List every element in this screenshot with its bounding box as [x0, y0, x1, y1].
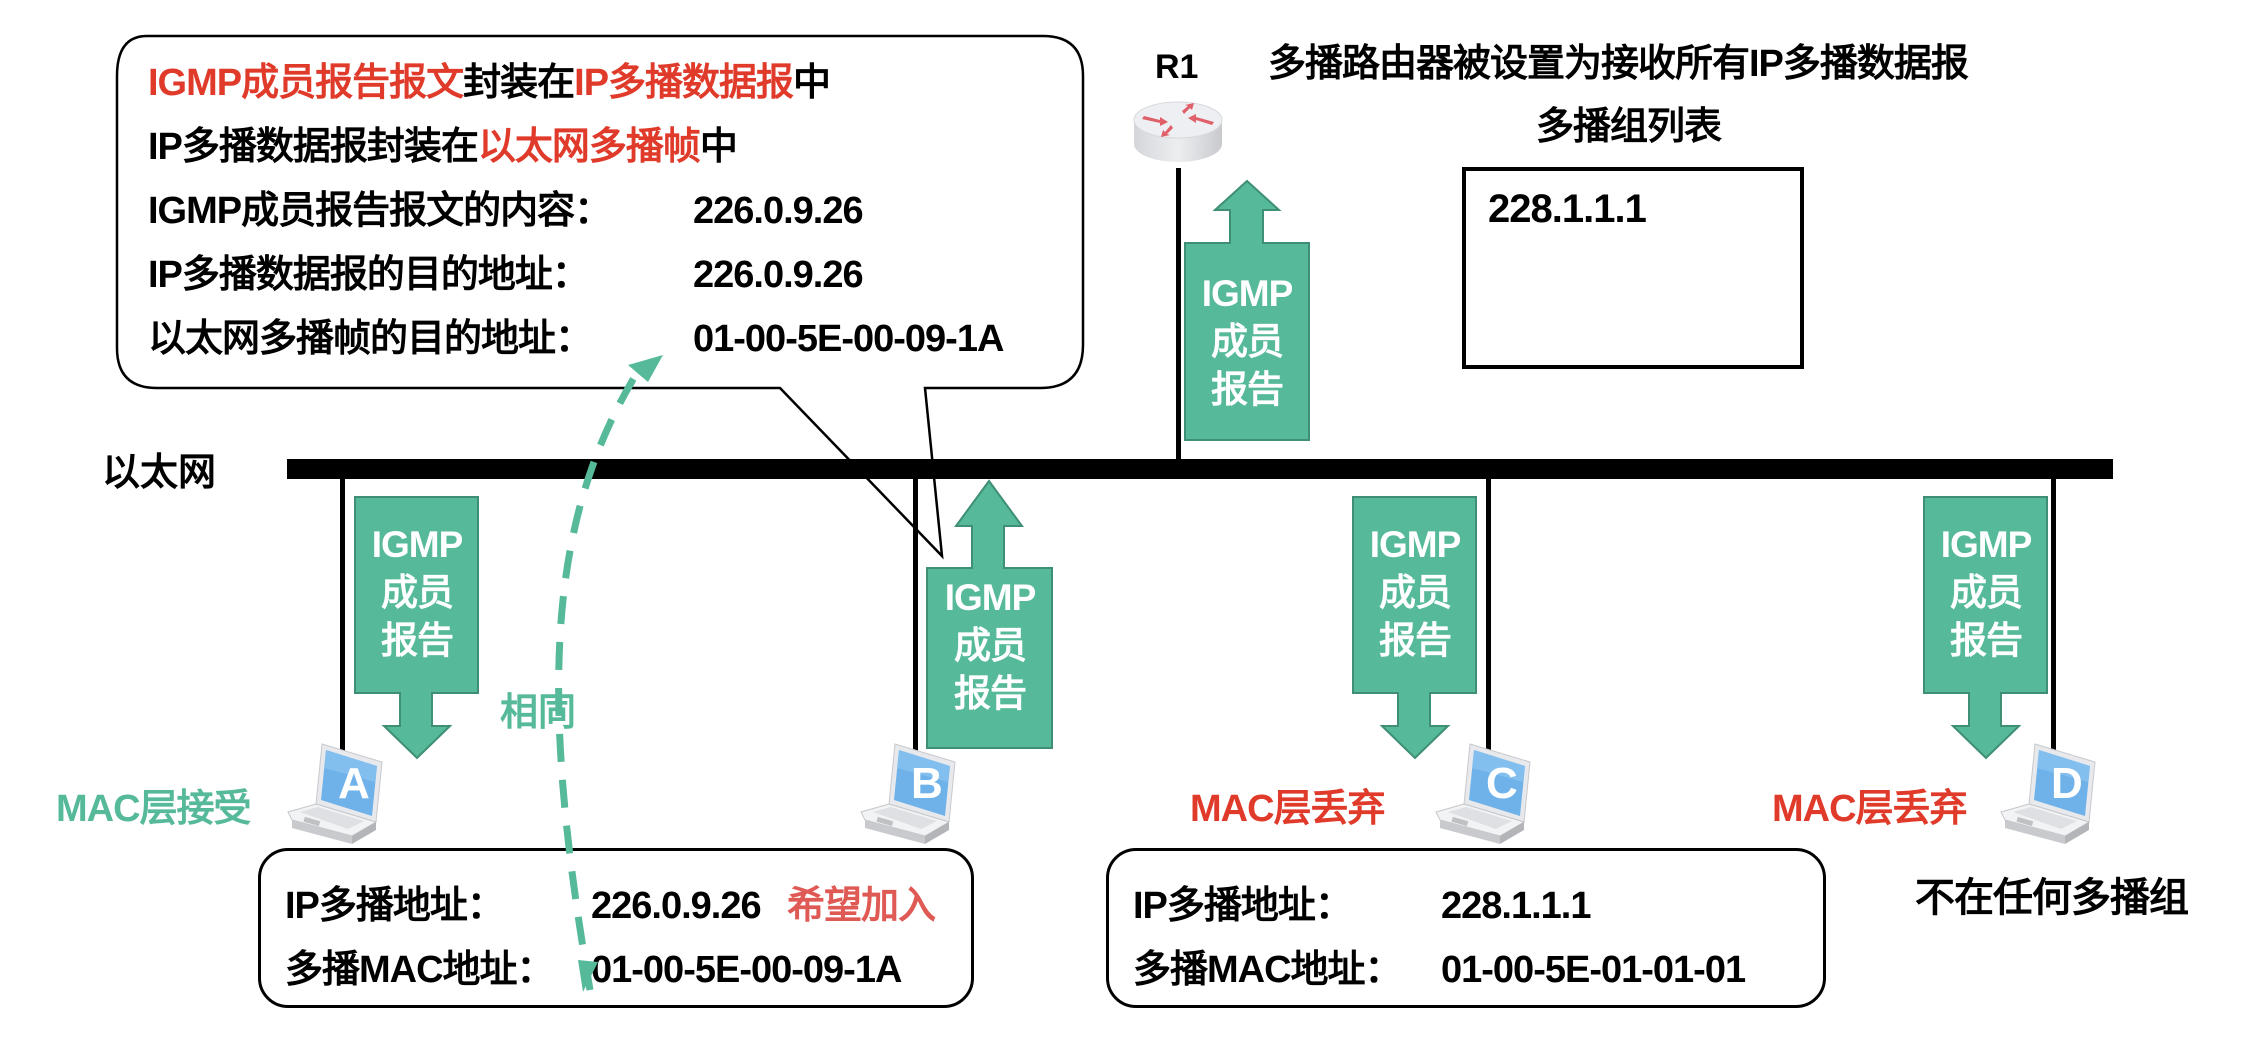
host-d[interactable]: D	[1995, 740, 2105, 850]
callout-line-4: IP多播数据报的目的地址：226.0.9.26	[148, 254, 864, 296]
callout-line-1: IGMP成员报告报文封装在IP多播数据报中	[148, 62, 831, 104]
ethernet-bus	[287, 459, 2113, 479]
router-icon[interactable]	[1130, 92, 1226, 170]
host-a[interactable]: A	[282, 740, 392, 850]
igmp-report-arrow-down-a	[354, 496, 479, 760]
host-c-mac-value: 01-00-5E-01-01-01	[1441, 949, 1746, 991]
host-b[interactable]: B	[855, 740, 965, 850]
host-b-name: B	[911, 759, 943, 808]
igmp-report-arrow-up-r1	[1184, 179, 1310, 441]
host-d-name: D	[2051, 759, 2083, 808]
host-b-drop-line	[913, 476, 918, 756]
host-a-join-note: 希望加入	[787, 885, 936, 927]
multicast-group-list: 228.1.1.1	[1462, 167, 1804, 369]
ethernet-label: 以太网	[102, 452, 217, 494]
group-list-title: 多播组列表	[1536, 106, 1722, 148]
host-c-ip-value: 228.1.1.1	[1441, 885, 1591, 927]
host-c-info-box: IP多播地址： 228.1.1.1 多播MAC地址： 01-00-5E-01-0…	[1106, 848, 1826, 1008]
callout-line-3: IGMP成员报告报文的内容：226.0.9.26	[148, 190, 864, 232]
callout-igmp-report: IGMP成员报告报文	[148, 62, 464, 104]
host-c-drop-line	[1486, 476, 1491, 756]
host-a-ip-value: 226.0.9.26	[591, 885, 762, 927]
host-c-name: C	[1486, 759, 1518, 808]
host-c-mac-label: 多播MAC地址：	[1133, 949, 1403, 991]
host-a-mac-value: 01-00-5E-00-09-1A	[591, 949, 902, 991]
host-c-status: MAC层丢弃	[1190, 788, 1386, 830]
connector-arrowhead-top	[628, 355, 663, 382]
connector-arrowhead-bottom	[578, 960, 598, 992]
host-a-info-box: IP多播地址： 226.0.9.26 希望加入 多播MAC地址： 01-00-5…	[258, 848, 974, 1008]
host-a-name: A	[338, 759, 370, 808]
callout-line-2: IP多播数据报封装在以太网多播帧中	[148, 126, 738, 168]
host-d-drop-line	[2051, 476, 2056, 756]
igmp-report-arrow-down-d	[1923, 496, 2048, 760]
datagram-dest-value: 226.0.9.26	[693, 254, 864, 296]
callout-line-5: 以太网多播帧的目的地址：01-00-5E-00-09-1A	[148, 318, 1004, 360]
same-label: 相同	[500, 692, 577, 734]
host-c[interactable]: C	[1430, 740, 1540, 850]
igmp-report-arrow-up-b	[926, 479, 1053, 749]
router-heading: 多播路由器被设置为接收所有IP多播数据报	[1268, 43, 1969, 85]
igmp-report-arrow-down-c	[1352, 496, 1477, 760]
host-a-drop-line	[340, 476, 345, 756]
callout-ip-datagram: IP多播数据报	[574, 62, 794, 104]
report-content-value: 226.0.9.26	[693, 190, 864, 232]
frame-dest-value: 01-00-5E-00-09-1A	[693, 318, 1004, 360]
callout-ethernet-frame: 以太网多播帧	[477, 126, 701, 168]
host-d-status: MAC层丢弃	[1772, 788, 1968, 830]
router-drop-line	[1176, 168, 1181, 460]
host-a-ip-label: IP多播地址：	[285, 885, 505, 927]
host-c-ip-label: IP多播地址：	[1133, 885, 1353, 927]
host-a-mac-label: 多播MAC地址：	[285, 949, 555, 991]
host-a-status: MAC层接受	[56, 788, 252, 830]
router-name: R1	[1155, 48, 1199, 86]
group-list-item: 228.1.1.1	[1488, 187, 1647, 231]
host-d-note: 不在任何多播组	[1915, 876, 2189, 920]
